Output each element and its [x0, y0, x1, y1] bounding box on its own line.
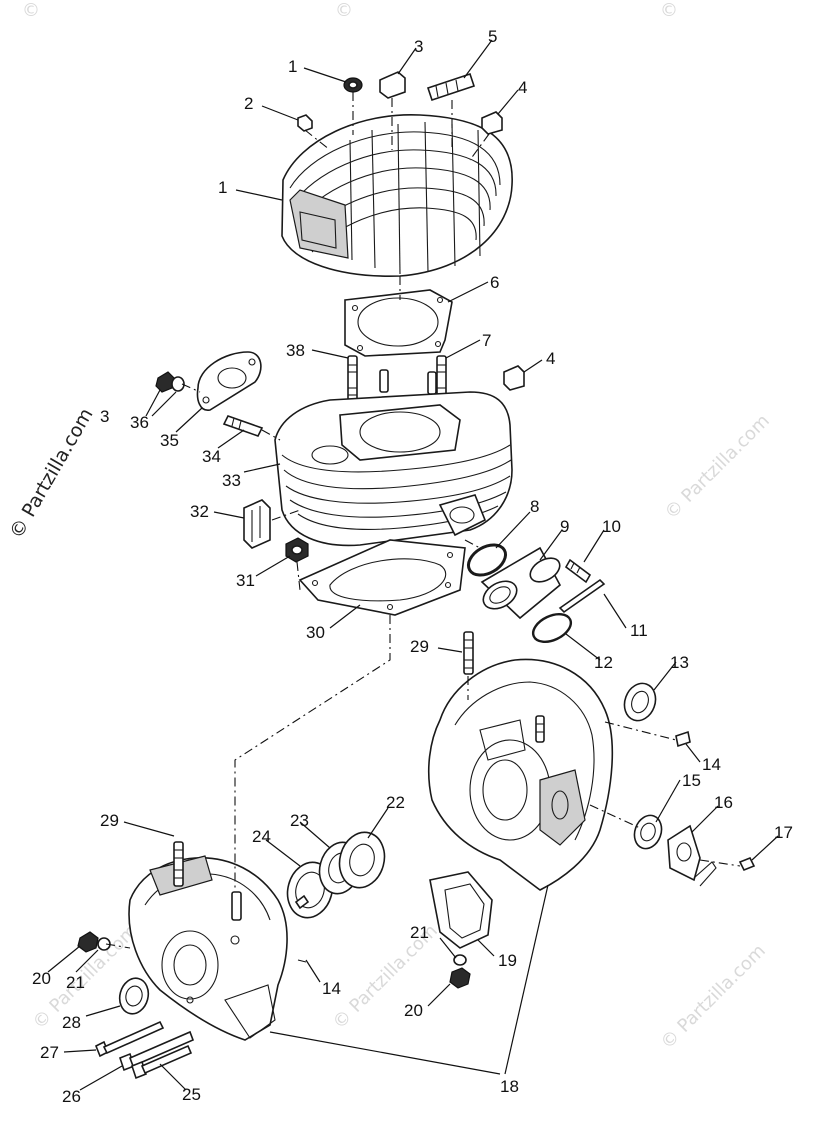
watermark-text-main: © Partzilla.com: [5, 405, 97, 543]
callout-16: 16: [714, 793, 733, 812]
callout-36: 36: [130, 413, 149, 432]
crankshaft-bearings: [173, 831, 386, 921]
callout-3: 1: [288, 57, 297, 76]
callout-21b: 21: [410, 923, 429, 942]
callout-2: 2: [244, 94, 253, 113]
callout-29: 29: [410, 637, 429, 656]
exhaust-flange-35: [196, 351, 262, 411]
callout-32: 32: [190, 502, 209, 521]
callout-33: 33: [222, 471, 241, 490]
callout-38: 38: [286, 341, 305, 360]
callout-23: 23: [290, 811, 309, 830]
callout-7: 7: [482, 331, 491, 350]
head-top-hardware: [297, 71, 503, 161]
callout-34: 34: [202, 447, 221, 466]
callout-15: 15: [682, 771, 701, 790]
exhaust-hardware: [155, 351, 281, 441]
base-gasket: [298, 539, 466, 616]
cylinder-block: [274, 391, 513, 547]
screw-11: [558, 578, 606, 614]
callout-4b: 4: [518, 78, 527, 97]
callout-8: 8: [530, 497, 539, 516]
watermark-copyright-mark: ©: [335, 0, 353, 21]
watermark-text: © Partzilla.com: [657, 940, 770, 1053]
magneto-side-parts: [589, 804, 756, 887]
callout-4: 3: [414, 37, 423, 56]
watermark-copyright-mark: ©: [660, 0, 678, 21]
callout-3b: 3: [100, 407, 109, 426]
head-gasket: [344, 276, 453, 357]
damper-4-right: [481, 111, 503, 135]
callout-35: 35: [160, 431, 179, 450]
cylinder-head: [281, 114, 513, 277]
cover-gasket-and-fasteners: [429, 871, 493, 989]
leader-lines: [47, 39, 779, 1091]
crankcase-right-half: [427, 658, 614, 891]
callout-25: 25: [182, 1085, 201, 1104]
callout-13: 13: [670, 653, 689, 672]
watermark-copyright-mark: ©: [22, 0, 40, 21]
callout-9: 9: [560, 517, 569, 536]
callout-18: 18: [500, 1077, 519, 1096]
exhaust-stud-34: [222, 415, 264, 437]
callout-29b: 29: [100, 811, 119, 830]
callout-10: 10: [602, 517, 621, 536]
callout-12: 12: [594, 653, 613, 672]
crankcase-right-hardware: [463, 631, 691, 748]
callout-1: 1: [218, 178, 227, 197]
damper-strip-5: [426, 72, 476, 102]
callout-4c: 4: [546, 349, 555, 368]
flange-nut-37: [155, 371, 175, 393]
damper-block-32: [243, 499, 271, 549]
callout-24: 24: [252, 827, 271, 846]
damper-4-top: [379, 71, 406, 99]
callout-5: 5: [488, 27, 497, 46]
callout-22: 22: [386, 793, 405, 812]
callout-30: 30: [306, 623, 325, 642]
callout-6: 6: [490, 273, 499, 292]
crankcase-left-half: [128, 855, 288, 1041]
crankcase-left-fasteners: [77, 931, 195, 1080]
callout-19: 19: [498, 951, 517, 970]
washer-36: [171, 376, 185, 392]
callout-14: 14: [702, 755, 721, 774]
callout-31: 31: [236, 571, 255, 590]
callout-labels: 1 2 3 5 4 1 6 38 7 4 3 36 35 34 33 32 31…: [32, 27, 793, 1106]
callout-20: 20: [32, 969, 51, 988]
callout-21: 21: [66, 973, 85, 992]
callout-17: 17: [774, 823, 793, 842]
cylinder-dampers: [243, 365, 525, 591]
callout-27: 27: [40, 1043, 59, 1062]
callout-20b: 20: [404, 1001, 423, 1020]
callout-14b: 14: [322, 979, 341, 998]
callout-26: 26: [62, 1087, 81, 1106]
watermark-text: © Partzilla.com: [661, 410, 774, 523]
intake-parts: [464, 539, 606, 643]
callout-28: 28: [62, 1013, 81, 1032]
assembly-centerlines: [234, 615, 391, 963]
damper-2: [297, 114, 313, 132]
callout-11: 11: [630, 621, 648, 640]
